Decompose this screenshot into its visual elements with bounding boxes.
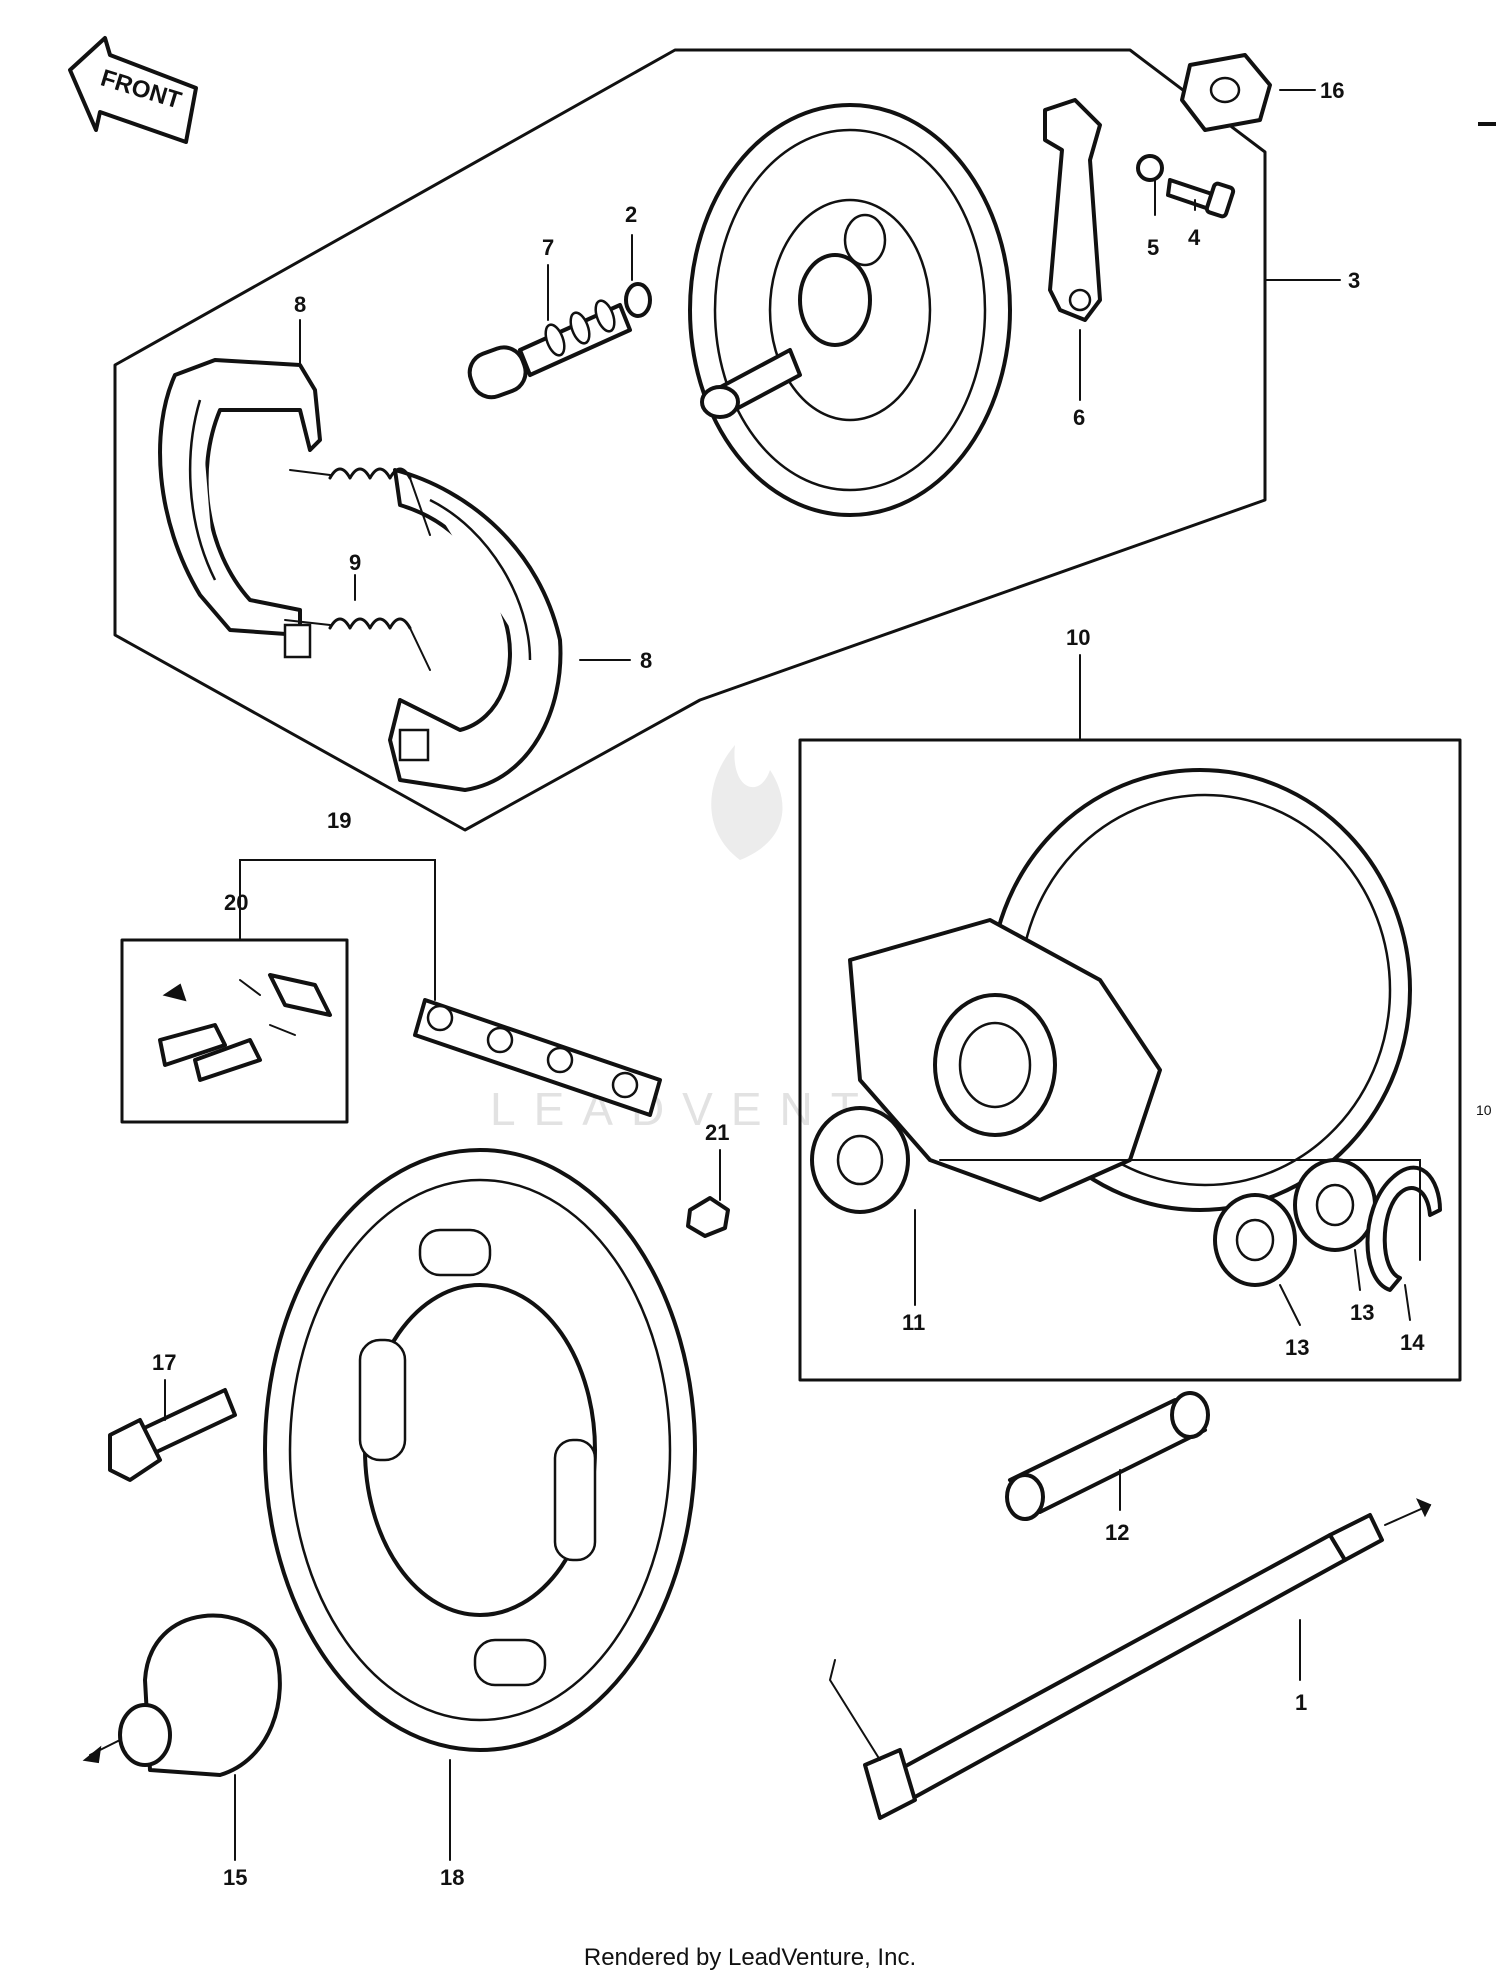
hub-bearing-left	[810, 1106, 910, 1214]
callout-4: 4	[1188, 225, 1201, 250]
callout-5: 5	[1147, 235, 1159, 260]
callout-18: 18	[440, 1865, 464, 1890]
sprocket-nut	[686, 1196, 730, 1238]
footer-credit: Rendered by LeadVenture, Inc.	[583, 1944, 917, 1971]
callout-8-upper: 8	[294, 292, 306, 317]
leader-lines	[164, 89, 1421, 1861]
callout-2: 2	[625, 202, 637, 227]
brake-shoe-left	[158, 358, 322, 659]
rear-sprocket	[263, 1148, 697, 1752]
brake-spring-upper	[289, 467, 431, 536]
master-link-box	[120, 938, 349, 1124]
callout-1: 1	[1295, 1690, 1307, 1715]
callout-13-upper: 13	[1350, 1300, 1374, 1325]
front-arrow-icon: FRONT	[68, 36, 198, 144]
brake-spring-lower	[284, 617, 431, 671]
callout-19: 19	[327, 808, 351, 833]
brake-shoe-right	[388, 468, 563, 792]
callout-13-lower: 13	[1285, 1335, 1309, 1360]
callout-3: 3	[1348, 268, 1360, 293]
callout-9: 9	[349, 550, 361, 575]
wheel-hub	[848, 768, 1412, 1212]
sprocket-bolt	[108, 1388, 237, 1482]
page-marker: 10	[1476, 1102, 1492, 1118]
hub-group-outline	[798, 738, 1462, 1382]
o-ring	[624, 282, 652, 318]
brake-group-outline	[113, 48, 1267, 832]
callout-11: 11	[902, 1310, 925, 1335]
hub-bearing-right-inner	[1213, 1193, 1297, 1287]
callout-7: 7	[542, 235, 554, 260]
coupling-collar	[82, 1613, 282, 1777]
callout-labels: 16 3 4 5 6 2 7 8 9 8 10 19 20 21 11 12 1…	[152, 78, 1425, 1890]
rear-axle	[828, 1498, 1432, 1820]
lever-bolt	[1166, 178, 1236, 219]
callout-15: 15	[223, 1865, 247, 1890]
callout-16: 16	[1320, 78, 1344, 103]
washer	[1136, 154, 1164, 182]
callout-8-lower: 8	[640, 648, 652, 673]
hub-bearing-right-outer	[1293, 1158, 1377, 1252]
axle-nut	[1180, 53, 1272, 132]
brake-lever	[1043, 98, 1102, 322]
brake-panel	[688, 103, 1012, 517]
hub-spacer	[1005, 1391, 1210, 1521]
edge-register-mark	[1478, 122, 1496, 126]
callout-21: 21	[705, 1120, 729, 1145]
callout-12: 12	[1105, 1520, 1129, 1545]
circlip	[1365, 1165, 1442, 1292]
callout-6: 6	[1073, 405, 1085, 430]
callout-17: 17	[152, 1350, 176, 1375]
callout-10: 10	[1066, 625, 1090, 650]
callout-14: 14	[1400, 1330, 1425, 1355]
drive-chain	[413, 998, 662, 1117]
brake-camshaft	[467, 299, 632, 400]
callout-20: 20	[224, 890, 248, 915]
master-link	[158, 973, 332, 1082]
